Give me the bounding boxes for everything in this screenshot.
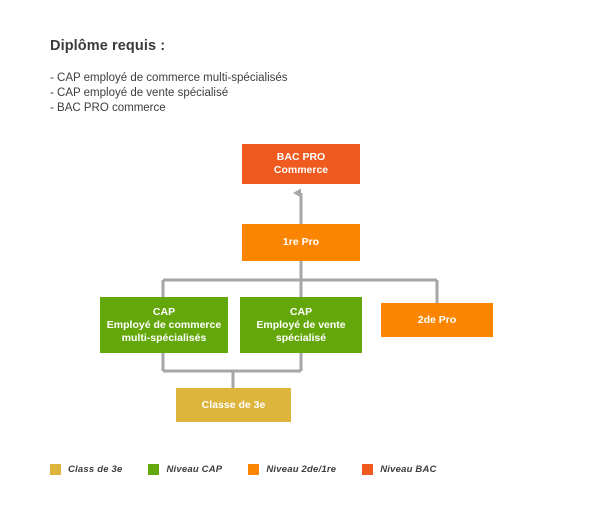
requirement-item: - CAP employé de vente spécialisé [50, 87, 229, 100]
legend-swatch-icon [148, 463, 160, 475]
legend-item-classe-3e: Class de 3e [50, 463, 123, 475]
legend-swatch-icon [50, 463, 61, 475]
connector-lines [161, 188, 439, 388]
legend-swatch-icon [248, 463, 260, 475]
legend-item-niveau-cap: Niveau CAP [148, 463, 223, 475]
node-label: Classe de 3e [201, 398, 266, 411]
requirement-item: - CAP employé de commerce multi-spéciali… [50, 72, 288, 85]
legend-item-niveau-2de-1re: Niveau 2de/1re [248, 463, 337, 475]
legend-swatch-icon [362, 463, 374, 475]
node-label: CAP Employé de vente spécialisé [256, 305, 346, 344]
node-label: 1re Pro [282, 236, 320, 248]
legend-label: Class de 3e [68, 463, 123, 475]
legend: Class de 3e Niveau CAP Niveau 2de/1re Ni… [50, 461, 463, 477]
node-label: 2de Pro [417, 313, 457, 326]
node-label: BAC PRO Commerce [273, 151, 329, 176]
requirements-block: Diplôme requis : - CAP employé de commer… [50, 38, 480, 116]
legend-label: Niveau 2de/1re [266, 463, 337, 475]
node-cap-employe-commerce[interactable]: CAP Employé de commerce multi-spécialisé… [100, 297, 228, 353]
legend-item-niveau-bac: Niveau BAC [362, 463, 437, 475]
pathway-diagram: BAC PRO Commerce 1re Pro CAP Employé de … [100, 144, 493, 422]
legend-label: Niveau BAC [380, 463, 437, 475]
page-title: Diplôme requis : [50, 38, 166, 54]
requirement-item: - BAC PRO commerce [50, 102, 166, 115]
node-label: CAP Employé de commerce multi-spécialisé… [106, 305, 222, 344]
node-1re-pro[interactable]: 1re Pro [242, 224, 360, 261]
node-2de-pro[interactable]: 2de Pro [381, 303, 493, 337]
node-cap-employe-vente[interactable]: CAP Employé de vente spécialisé [240, 297, 362, 353]
requirements-list: - CAP employé de commerce multi-spéciali… [50, 71, 480, 116]
legend-label: Niveau CAP [166, 463, 223, 475]
node-bac-pro-commerce[interactable]: BAC PRO Commerce [242, 144, 360, 184]
node-classe-de-3e[interactable]: Classe de 3e [176, 388, 291, 422]
